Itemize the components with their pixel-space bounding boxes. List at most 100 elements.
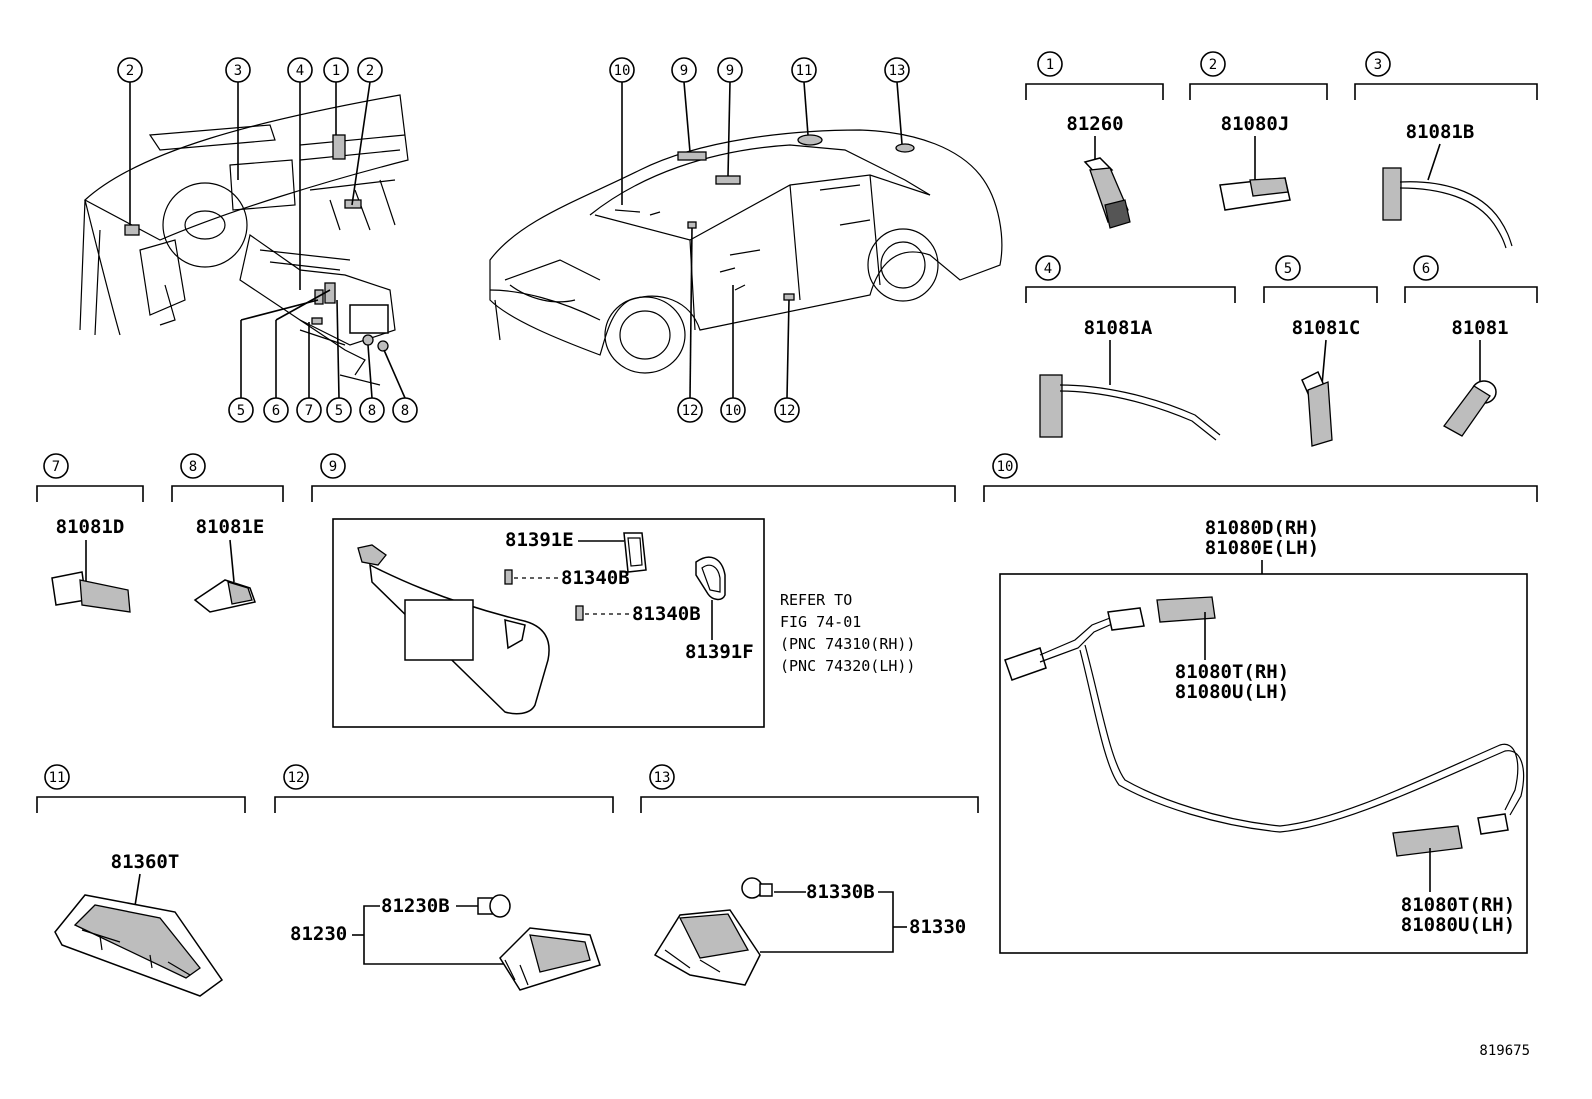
part-81080U-LH-lower: 81080U(LH) (1401, 914, 1515, 936)
part-81330-drawing (653, 909, 761, 986)
dashboard-illustration (79, 81, 409, 399)
part-81081D: 81081D (56, 516, 125, 538)
part-81081C: 81081C (1292, 317, 1361, 339)
part-81080D-RH: 81080D(RH) (1205, 517, 1319, 539)
svg-text:6: 6 (272, 403, 280, 419)
group-13: 13 81330B 81330 (640, 764, 979, 986)
callout-9-car: 9 (671, 57, 697, 83)
callout-9b-car: 9 (717, 57, 743, 83)
part-81230B: 81230B (381, 895, 450, 917)
group-10: 10 81080D(RH) 81080E(LH) 81080T(RH) 8108… (983, 453, 1538, 954)
part-81081E-drawing (193, 579, 256, 613)
svg-text:13: 13 (654, 770, 671, 786)
callout-13-car: 13 (884, 57, 910, 83)
group-1: 1 81260 (1025, 51, 1164, 229)
callout-4-dash: 4 (287, 57, 313, 83)
svg-text:10: 10 (997, 459, 1014, 475)
group-4: 4 81081A (1025, 255, 1236, 441)
svg-text:2: 2 (126, 63, 134, 79)
svg-text:12: 12 (288, 770, 305, 786)
part-81080J: 81080J (1221, 113, 1290, 135)
part-81081: 81081 (1451, 317, 1508, 339)
part-81080J-drawing (1219, 177, 1291, 211)
part-81081A-drawing (1039, 374, 1221, 441)
refer-note-line-2: FIG 74-01 (780, 613, 861, 631)
svg-text:10: 10 (725, 403, 742, 419)
part-81080T-RH-lower: 81080T(RH) (1401, 894, 1515, 916)
svg-text:4: 4 (296, 63, 304, 79)
group-3: 3 81081B (1354, 51, 1538, 249)
svg-text:3: 3 (234, 63, 242, 79)
svg-text:9: 9 (680, 63, 688, 79)
diagram-ref-number: 819675 (1479, 1043, 1530, 1059)
callout-8-dash: 8 (359, 397, 385, 423)
callout-12-car: 12 (677, 397, 703, 423)
part-81391E-drawing (623, 532, 647, 573)
refer-note-line-4: (PNC 74320(LH)) (780, 657, 915, 675)
svg-text:1: 1 (332, 63, 340, 79)
callout-7-dash: 7 (296, 397, 322, 423)
group-9: 9 81391E 81340B 81340B 81391F REFER TO F… (311, 453, 956, 728)
part-81081B: 81081B (1406, 121, 1475, 143)
group-7: 7 81081D (36, 453, 144, 613)
car-illustration (489, 81, 1003, 399)
part-81230: 81230 (290, 923, 347, 945)
svg-text:10: 10 (614, 63, 631, 79)
callout-2-dash: 2 (117, 57, 143, 83)
svg-text:2: 2 (366, 63, 374, 79)
svg-text:1: 1 (1046, 57, 1054, 73)
svg-text:9: 9 (726, 63, 734, 79)
part-81230B-drawing (477, 894, 511, 918)
part-81330: 81330 (909, 916, 966, 938)
callout-10b-car: 10 (720, 397, 746, 423)
part-81080T-RH-upper: 81080T(RH) (1175, 661, 1289, 683)
callout-1-dash: 1 (323, 57, 349, 83)
callout-11-car: 11 (791, 57, 817, 83)
sun-visor-drawing (357, 544, 550, 715)
svg-text:3: 3 (1374, 57, 1382, 73)
svg-text:2: 2 (1209, 57, 1217, 73)
svg-text:11: 11 (49, 770, 66, 786)
callout-12b-car: 12 (774, 397, 800, 423)
part-81260-drawing (1083, 157, 1131, 229)
svg-text:5: 5 (237, 403, 245, 419)
svg-text:5: 5 (335, 403, 343, 419)
part-81360T-drawing (54, 894, 224, 997)
part-81360T: 81360T (111, 851, 180, 873)
svg-text:12: 12 (779, 403, 796, 419)
svg-text:9: 9 (329, 459, 337, 475)
svg-text:5: 5 (1284, 261, 1292, 277)
part-81260: 81260 (1066, 113, 1123, 135)
svg-text:11: 11 (796, 63, 813, 79)
part-81391E: 81391E (505, 529, 574, 551)
part-81230-drawing (499, 927, 601, 991)
group-8: 8 81081E (171, 453, 284, 613)
part-81081-drawing (1443, 380, 1497, 437)
part-81081E: 81081E (196, 516, 265, 538)
group-6: 6 81081 (1404, 255, 1538, 437)
part-81081C-drawing (1301, 370, 1333, 447)
part-81081A: 81081A (1084, 317, 1153, 339)
group-11: 11 81360T (36, 764, 246, 997)
refer-note-line-3: (PNC 74310(RH)) (780, 635, 915, 653)
callout-8b-dash: 8 (392, 397, 418, 423)
callout-10-car: 10 (609, 57, 635, 83)
part-81330B-drawing (741, 877, 773, 899)
part-81081D-drawing (51, 571, 131, 613)
part-81391F-drawing (695, 556, 726, 601)
callout-3-dash: 3 (225, 57, 251, 83)
part-81081B-drawing (1382, 167, 1513, 249)
part-81340B-lower: 81340B (632, 603, 701, 625)
callout-6-dash: 6 (263, 397, 289, 423)
svg-text:6: 6 (1422, 261, 1430, 277)
group-5: 5 81081C (1263, 255, 1378, 447)
svg-text:7: 7 (52, 459, 60, 475)
callout-2b-dash: 2 (357, 57, 383, 83)
svg-text:4: 4 (1044, 261, 1052, 277)
callout-5-dash: 5 (228, 397, 254, 423)
svg-text:13: 13 (889, 63, 906, 79)
svg-text:8: 8 (401, 403, 409, 419)
refer-note-line-1: REFER TO (780, 591, 852, 609)
group-2: 2 81080J (1189, 51, 1328, 211)
